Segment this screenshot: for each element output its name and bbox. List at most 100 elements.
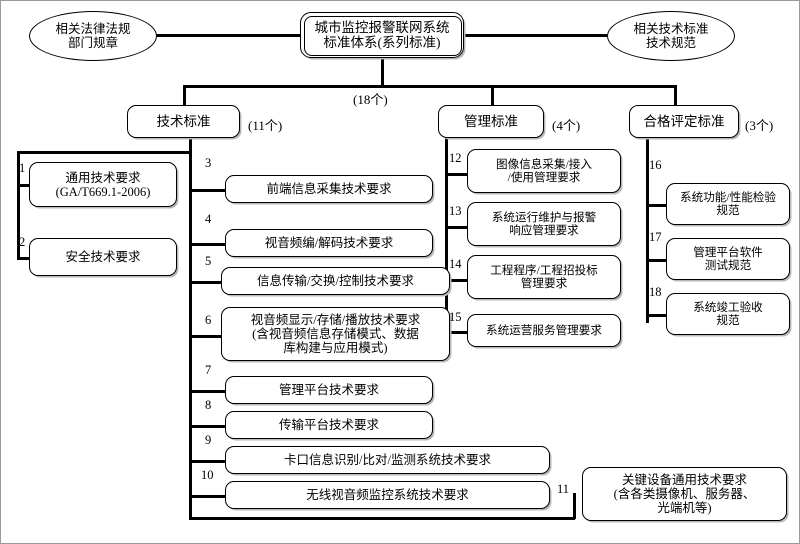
item-1-number: 1: [19, 161, 26, 175]
item-17-line1: 管理平台软件: [693, 246, 763, 260]
connector-root-stem: [381, 58, 384, 86]
item-14-line1: 工程程序/工程招投标: [490, 264, 598, 278]
node-item-2: 安全技术要求: [29, 238, 177, 276]
connector-stub-item-3: [189, 189, 225, 192]
item-16-line2: 规范: [716, 204, 740, 217]
node-item-12: 图像信息采集/接入 /使用管理要求: [467, 149, 621, 193]
connector-category-bus: [183, 85, 676, 88]
item-11-line1: 关键设备通用技术要求: [621, 473, 747, 487]
connector-stub-item-7: [189, 390, 225, 393]
node-item-16: 系统功能/性能检验 规范: [666, 183, 790, 225]
item-18-line2: 规范: [716, 314, 740, 327]
category-management-label: 管理标准: [464, 113, 518, 129]
connector-stub-item-8: [189, 425, 225, 428]
item-18-number: 18: [649, 285, 662, 299]
connector-conformity-trunk: [646, 138, 649, 323]
item-16-number: 16: [649, 158, 662, 172]
right-ellipse-line1: 相关技术标准: [633, 22, 709, 36]
item-6-line3: 库构建与应用模式): [283, 341, 388, 355]
node-item-8: 传输平台技术要求: [225, 411, 433, 439]
item-18-line1: 系统竣工验收: [693, 301, 763, 315]
item-1-line1: 通用技术要求: [65, 170, 141, 185]
connector-technical-trunk: [189, 138, 192, 519]
connector-stub-item-13: [445, 226, 469, 229]
node-item-15: 系统运营服务管理要求: [467, 314, 621, 347]
node-right-ellipse-standards: 相关技术标准 技术规范: [607, 11, 735, 61]
node-root-title: 城市监控报警联网系统 标准体系(系列标准): [300, 12, 464, 58]
item-2-line1: 安全技术要求: [65, 250, 141, 264]
item-12-number: 12: [449, 151, 462, 165]
item-1-line2: (GA/T669.1-2006): [55, 184, 151, 199]
item-8-number: 8: [205, 398, 212, 412]
node-category-conformity: 合格评定标准: [629, 105, 739, 138]
category-conformity-label: 合格评定标准: [643, 113, 725, 129]
connector-drop-technical: [183, 85, 186, 107]
connector-drop-management: [491, 85, 494, 107]
node-item-14: 工程程序/工程招投标 管理要求: [467, 255, 621, 299]
item-6-line1: 视音频显示/存储/播放技术要求: [250, 313, 421, 327]
item-6-line2: (含视音频信息存储模式、数据: [252, 327, 419, 341]
item-12-line2: /使用管理要求: [507, 171, 581, 184]
item-3-line1: 前端信息采集技术要求: [266, 182, 392, 196]
node-item-5: 信息传输/交换/控制技术要求: [221, 267, 450, 295]
node-item-4: 视音频编/解码技术要求: [225, 229, 433, 257]
item-11-line3: 光端机等): [657, 501, 712, 515]
node-category-management: 管理标准: [438, 105, 544, 138]
connector-stub-item-14: [445, 279, 469, 282]
item-13-line2: 响应管理要求: [509, 224, 579, 237]
node-item-1: 通用技术要求 (GA/T669.1-2006): [29, 162, 177, 207]
category-technical-count: (11个): [248, 118, 283, 133]
item-17-number: 17: [649, 230, 662, 244]
category-conformity-count: (3个): [745, 118, 774, 133]
item-4-number: 4: [205, 212, 212, 226]
item-9-number: 9: [205, 433, 212, 447]
node-item-3: 前端信息采集技术要求: [225, 175, 433, 203]
item-12-line1: 图像信息采集/接入: [496, 158, 592, 172]
node-item-18: 系统竣工验收 规范: [666, 293, 790, 335]
connector-root-to-right-ellipse: [463, 34, 609, 37]
node-item-11: 关键设备通用技术要求 (含各类摄像机、服务器、 光端机等): [582, 467, 787, 521]
connector-stub-item-6: [189, 335, 221, 338]
item-3-number: 3: [205, 156, 212, 170]
node-item-10: 无线视音频监控系统技术要求: [225, 481, 550, 509]
item-2-number: 2: [19, 235, 26, 249]
connector-technical-bottom-run: [189, 517, 575, 520]
node-item-6: 视音频显示/存储/播放技术要求 (含视音频信息存储模式、数据 库构建与应用模式): [221, 307, 450, 361]
connector-left-ellipse-to-root: [155, 34, 301, 37]
item-15-line1: 系统运营服务管理要求: [486, 324, 602, 337]
item-10-number: 10: [201, 468, 214, 482]
item-13-number: 13: [449, 204, 462, 218]
connector-stub-item-17: [646, 259, 668, 262]
left-ellipse-line2: 部门规章: [67, 36, 118, 50]
item-14-line2: 管理要求: [520, 277, 568, 290]
connector-stub-item-5: [189, 281, 221, 284]
item-9-line1: 卡口信息识别/比对/监测系统技术要求: [284, 453, 491, 467]
connector-stub-item-4: [189, 243, 225, 246]
left-ellipse-line1: 相关法律法规: [55, 22, 131, 36]
connector-technical-left-trunk: [17, 151, 20, 259]
item-14-number: 14: [449, 257, 462, 271]
connector-stub-item-15: [445, 331, 469, 334]
connector-stub-item-12: [445, 173, 469, 176]
right-ellipse-line2: 技术规范: [645, 36, 696, 50]
item-5-number: 5: [205, 254, 212, 268]
connector-drop-conformity: [674, 85, 677, 107]
connector-stub-item-16: [646, 204, 668, 207]
category-technical-label: 技术标准: [156, 113, 211, 129]
node-item-9: 卡口信息识别/比对/监测系统技术要求: [225, 446, 550, 474]
root-title-line1: 城市监控报警联网系统: [314, 19, 450, 35]
connector-management-trunk: [445, 138, 448, 333]
item-13-line1: 系统运行维护与报警: [491, 211, 597, 225]
item-7-line1: 管理平台技术要求: [278, 383, 379, 397]
item-11-number: 11: [557, 482, 570, 496]
item-15-number: 15: [449, 310, 462, 324]
connector-stub-item-18: [646, 314, 668, 317]
connector-stub-item-10: [189, 495, 225, 498]
node-item-17: 管理平台软件 测试规范: [666, 238, 790, 280]
node-left-ellipse-laws: 相关法律法规 部门规章: [29, 11, 157, 61]
item-10-line1: 无线视音频监控系统技术要求: [306, 488, 469, 502]
item-11-line2: (含各类摄像机、服务器、: [613, 487, 756, 501]
item-4-line1: 视音频编/解码技术要求: [264, 236, 394, 250]
connector-stub-item-9: [189, 460, 225, 463]
